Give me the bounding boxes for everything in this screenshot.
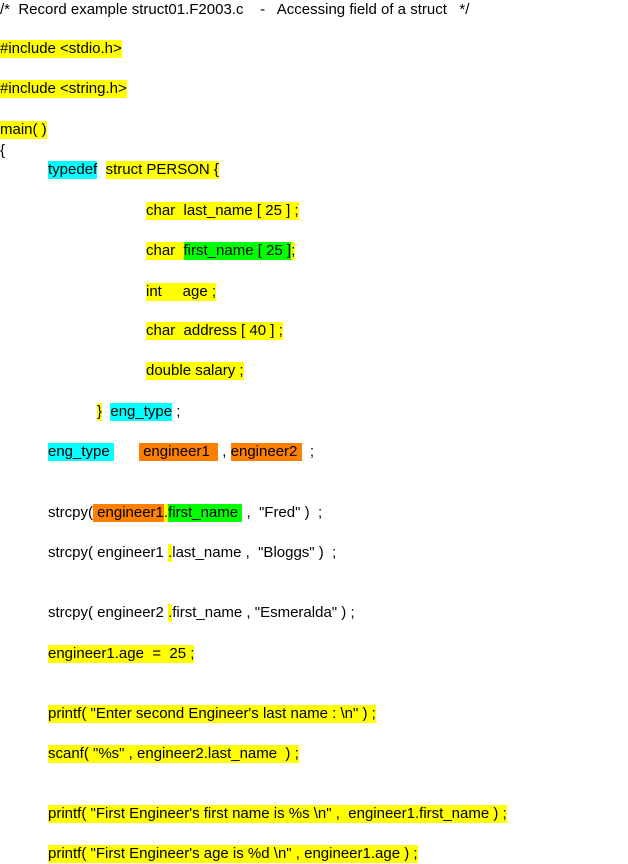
highlighted-token: printf( "First Engineer's age is %d \n" … [48, 845, 418, 863]
field-first-name: char first_name [ 25 ]; [146, 242, 296, 260]
highlighted-token: #include <stdio.h> [0, 40, 122, 58]
field-salary: double salary ; [146, 362, 244, 380]
age-assignment: engineer1.age = 25 ; [48, 645, 195, 663]
strcpy-engineer2: strcpy( engineer2 .first_name , "Esmeral… [48, 604, 355, 622]
highlighted-token: engineer1 [138, 443, 219, 461]
highlighted-token: } [97, 403, 103, 421]
struct-close: } eng_type ; [97, 403, 180, 421]
code-text: { [0, 142, 6, 159]
highlighted-token: ; [291, 242, 296, 260]
code-text: , "Fred" ) ; [242, 504, 323, 521]
code-text: ; [301, 443, 315, 460]
highlighted-token: . [163, 504, 169, 522]
field-address: char address [ 40 ] ; [146, 322, 283, 340]
highlighted-token: main( ) [0, 121, 47, 139]
code-text [97, 161, 105, 179]
highlighted-token: engineer1 [93, 504, 164, 522]
include-stdio: #include <stdio.h> [0, 40, 122, 58]
printf-first-name: printf( "First Engineer's first name is … [48, 805, 507, 823]
highlighted-token: struct PERSON { [105, 161, 219, 179]
include-string: #include <string.h> [0, 80, 127, 98]
highlighted-token: char address [ 40 ] ; [146, 322, 283, 340]
highlighted-token: char [146, 242, 184, 260]
code-text: strcpy( engineer1 [48, 544, 169, 561]
highlighted-token: #include <string.h> [0, 80, 127, 98]
code-text: ; [172, 403, 181, 420]
comment-line: /* Record example struct01.F2003.c - Acc… [0, 1, 469, 19]
highlighted-token: eng_type [48, 443, 114, 461]
code-text: last_name , "Bloggs" ) ; [172, 544, 337, 561]
highlighted-token: first_name [168, 504, 243, 522]
highlighted-token: eng_type [110, 403, 173, 421]
field-last-name: char last_name [ 25 ] ; [146, 202, 299, 220]
code-text: /* Record example struct01.F2003.c - Acc… [0, 1, 470, 18]
highlighted-token: engineer2 [230, 443, 302, 461]
strcpy-first-name: strcpy( engineer1.first_name , "Fred" ) … [48, 504, 322, 522]
code-text [102, 403, 110, 421]
code-text [114, 443, 139, 461]
highlighted-token: first_name [ 25 ] [183, 242, 292, 260]
code-text: strcpy( engineer2 [48, 604, 169, 621]
highlighted-token: char last_name [ 25 ] ; [146, 202, 299, 220]
variable-declaration: eng_type engineer1 , engineer2 ; [48, 443, 314, 461]
highlighted-token: double salary ; [146, 362, 244, 380]
code-text: first_name , "Esmeralda" ) ; [172, 604, 355, 621]
printf-age: printf( "First Engineer's age is %d \n" … [48, 845, 418, 863]
scanf-line: scanf( "%s" , engineer2.last_name ) ; [48, 745, 299, 763]
typedef-struct: typedef struct PERSON { [48, 161, 219, 179]
highlighted-token: . [168, 604, 173, 622]
highlighted-token: scanf( "%s" , engineer2.last_name ) ; [48, 745, 299, 763]
main-declaration: main( ) [0, 121, 47, 139]
highlighted-token: engineer1.age = 25 ; [48, 645, 195, 663]
strcpy-last-name: strcpy( engineer1 .last_name , "Bloggs" … [48, 544, 336, 562]
code-text: strcpy( [48, 504, 93, 521]
printf-prompt: printf( "Enter second Engineer's last na… [48, 705, 376, 723]
open-brace: { [0, 142, 5, 160]
highlighted-token: typedef [48, 161, 98, 179]
code-text: , [218, 443, 231, 460]
highlighted-token: printf( "First Engineer's first name is … [48, 805, 507, 823]
highlighted-token: printf( "Enter second Engineer's last na… [48, 705, 376, 723]
highlighted-token: int age ; [146, 283, 217, 301]
field-age: int age ; [146, 283, 217, 301]
highlighted-token: . [168, 544, 173, 562]
